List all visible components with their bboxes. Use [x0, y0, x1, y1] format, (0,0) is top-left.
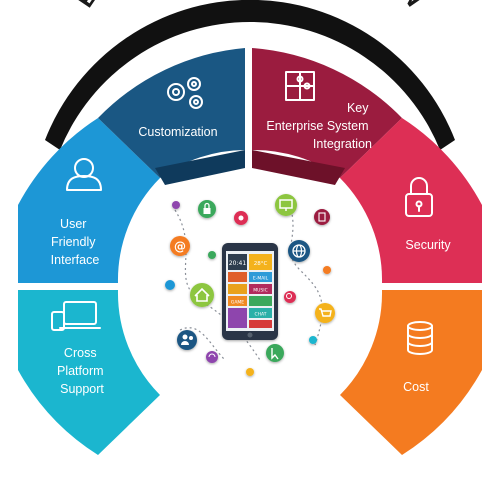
- segment-security: [340, 118, 482, 283]
- title-band: [45, 0, 455, 150]
- segment-user-friendly: [18, 118, 160, 283]
- home-icon: [190, 283, 214, 307]
- segment-customization: [98, 48, 245, 185]
- label-integration: Key Enterprise System Integration: [266, 101, 372, 151]
- cart-icon: [315, 303, 335, 323]
- phone-weather: 28°C: [254, 261, 268, 267]
- lock-icon: [198, 200, 216, 218]
- lock-icon: [405, 177, 433, 217]
- document-icon: [314, 209, 330, 225]
- phone-time: 20:41: [229, 260, 246, 267]
- at-icon: @: [170, 236, 190, 256]
- label-cross-platform: Cross Platform Support: [57, 346, 107, 396]
- smartphone: 20:41 28°C E-MAIL MUSIC GAME CHAT: [222, 243, 278, 340]
- devices-icon: [51, 301, 101, 331]
- tile-game: GAME: [231, 300, 244, 306]
- cloud-icon: [165, 201, 331, 376]
- center-hub: 20:41 28°C E-MAIL MUSIC GAME CHAT: [165, 194, 335, 376]
- user-icon: [66, 158, 102, 191]
- segment-cost: [340, 290, 482, 455]
- coins-icon: [407, 321, 433, 355]
- dotted-path: [179, 327, 226, 361]
- wifi-icon: [206, 351, 218, 363]
- tile-email: E-MAIL: [253, 276, 269, 282]
- segment-integration: [252, 48, 402, 185]
- users-icon: [177, 330, 197, 350]
- label-customization: Customization: [138, 125, 217, 139]
- segment-cross-platform: [18, 290, 160, 455]
- globe-icon: [288, 240, 310, 262]
- search-icon: [284, 291, 296, 303]
- label-security: Security: [405, 238, 451, 252]
- dotted-path: [289, 204, 323, 346]
- tile-music: MUSIC: [253, 288, 268, 294]
- puzzle-icon: [285, 71, 315, 101]
- monitor-icon: [275, 194, 297, 216]
- label-user-friendly: User Friendly Interface: [51, 217, 100, 267]
- camera-icon: [234, 211, 248, 225]
- gears-icon: [167, 77, 203, 109]
- svg-text:@: @: [174, 240, 186, 254]
- tile-chat: CHAT: [254, 312, 266, 318]
- cursor-icon: [266, 344, 284, 362]
- label-cost: Cost: [403, 380, 429, 394]
